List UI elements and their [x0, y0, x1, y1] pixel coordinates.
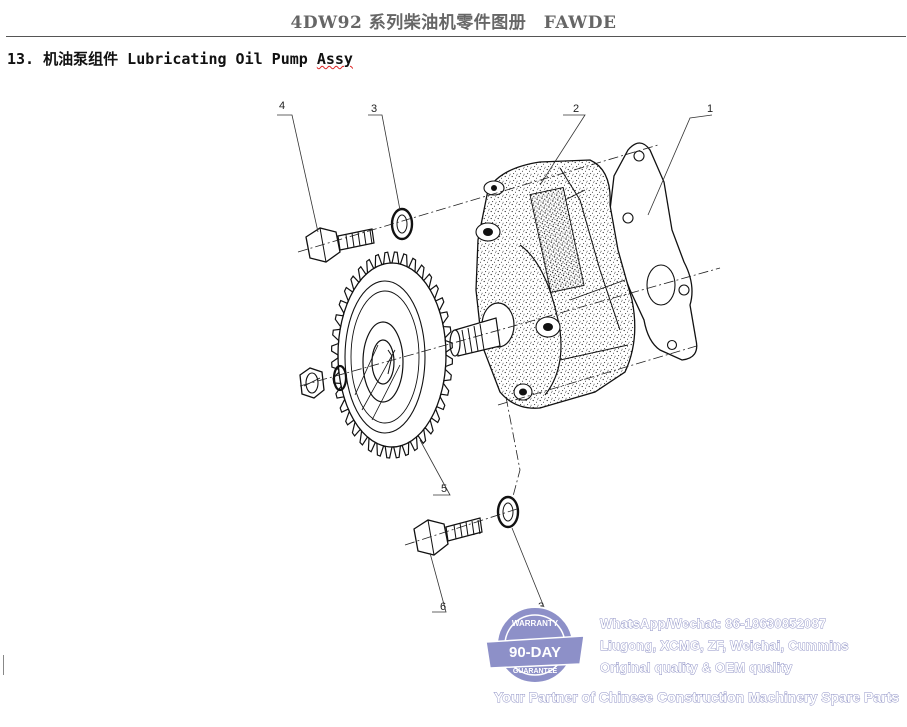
callout-5: 5	[441, 483, 447, 495]
watermark-quality: Original quality & OEM quality	[600, 660, 793, 675]
warranty-badge: WARRANTY 90-DAY GUARANTEE	[485, 606, 585, 684]
badge-center-text: 90-DAY	[509, 644, 561, 661]
callout-4: 4	[279, 100, 285, 112]
badge-bottom-text: GUARANTEE	[513, 668, 558, 675]
watermark-tagline: Your Partner of Chinese Construction Mac…	[494, 689, 899, 705]
part-bolt-top	[305, 227, 375, 263]
callout-3-top: 3	[371, 103, 377, 115]
margin-mark	[3, 655, 4, 675]
part-nut	[299, 364, 348, 399]
document-header: 4DW92 系列柴油机零件图册 FAWDE	[290, 13, 617, 33]
header-rule	[6, 36, 906, 37]
watermark-brands: Liugong, XCMG, ZF, Weichai, Cummins	[600, 638, 849, 653]
callout-2: 2	[573, 103, 579, 115]
pump-drive-shaft	[449, 302, 515, 357]
part-gear	[330, 251, 454, 459]
part-washer-bottom	[496, 495, 520, 529]
section-title-en-last: Assy	[316, 50, 353, 68]
section-number: 13.	[7, 50, 35, 68]
section-title: 13. 机油泵组件 Lubricating Oil Pump Assy	[7, 48, 353, 69]
part-washer-top	[390, 207, 414, 241]
badge-top-text: WARRANTY	[512, 619, 559, 628]
part-bolt-bottom	[413, 517, 483, 556]
watermark-contact: WhatsApp/Wechat: 86-18630852087	[600, 616, 826, 631]
callout-6: 6	[440, 601, 446, 613]
centre-lines	[297, 144, 721, 546]
callout-1: 1	[707, 103, 713, 115]
part-pump-body	[449, 159, 636, 409]
section-title-en: Lubricating Oil Pump	[127, 50, 308, 68]
section-title-cn: 机油泵组件	[43, 50, 119, 68]
